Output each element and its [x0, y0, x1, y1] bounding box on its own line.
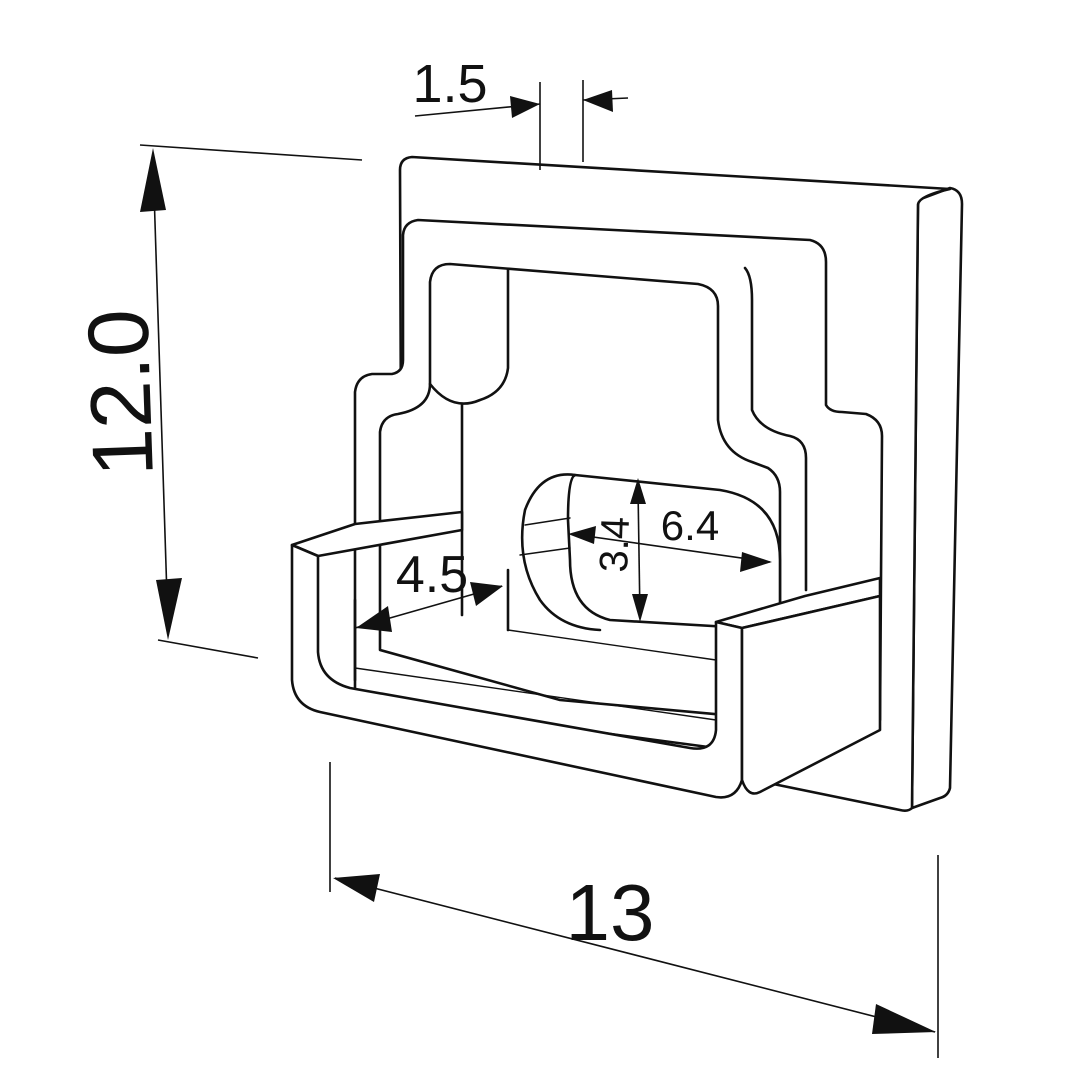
dim-slot-width: 6.4 [568, 502, 772, 572]
slot-opening [519, 473, 782, 632]
dim-width: 13 [329, 762, 939, 1058]
dim-height: 12.0 [70, 144, 363, 659]
arrow-icon [333, 874, 380, 902]
u-rail [290, 510, 882, 799]
arrow-icon [583, 90, 613, 112]
label-top-offset: 1.5 [412, 54, 487, 114]
arrow-icon [510, 96, 540, 118]
label-slot-height: 3.4 [592, 516, 638, 573]
arrow-icon [156, 578, 182, 640]
arrow-icon [872, 1004, 936, 1034]
arrow-icon [470, 582, 503, 606]
dim-rail-depth: 4.5 [354, 546, 503, 632]
label-rail-depth: 4.5 [396, 546, 468, 604]
arrow-icon [630, 478, 646, 504]
arrow-icon [140, 148, 166, 212]
arrow-icon [740, 552, 772, 572]
dim-slot-height: 3.4 [592, 478, 648, 622]
dim-top-offset: 1.5 [412, 54, 629, 170]
label-width: 13 [566, 868, 655, 957]
arrow-icon [356, 606, 392, 632]
label-height: 12.0 [70, 308, 172, 479]
label-slot-width: 6.4 [661, 502, 719, 549]
arrow-icon [568, 526, 596, 544]
arrow-icon [632, 594, 648, 622]
